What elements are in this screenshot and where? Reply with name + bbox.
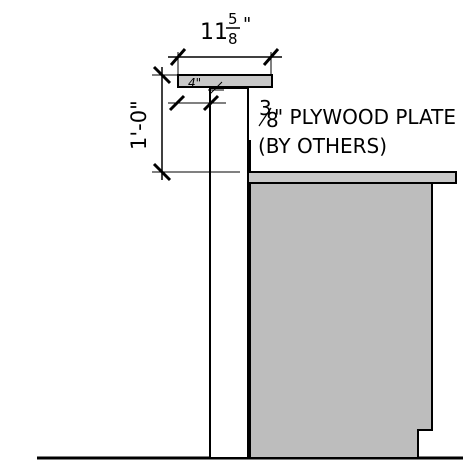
height-tick-bottom	[152, 162, 172, 182]
small-dimension-tick-right	[202, 94, 220, 112]
width-dimension-frac-num: 5	[228, 10, 238, 28]
countertop	[243, 171, 457, 184]
height-dimension-text: 1'-0"	[127, 100, 151, 150]
width-tick-right	[262, 48, 280, 66]
top-cap	[177, 74, 273, 88]
small-dimension-tick-left	[168, 94, 186, 112]
callout-line-2: (BY OTHERS)	[258, 134, 387, 158]
cabinet-body	[249, 182, 433, 459]
width-tick-left	[169, 48, 187, 66]
callout-line-1: " PLYWOOD PLATE	[274, 105, 456, 129]
small-dimension-leader	[209, 81, 223, 95]
height-tick-top	[152, 65, 172, 85]
callout-frac-slash	[258, 107, 272, 127]
width-dimension-whole: 11	[200, 20, 228, 45]
width-dimension-inch-mark: "	[243, 14, 251, 35]
small-dimension-text: 4"	[188, 76, 201, 90]
width-dimension-frac-den: 8	[228, 30, 238, 48]
callout-frac-den: 8	[266, 108, 279, 132]
callout-frac-num: 3	[259, 96, 272, 120]
support-post	[209, 87, 249, 459]
